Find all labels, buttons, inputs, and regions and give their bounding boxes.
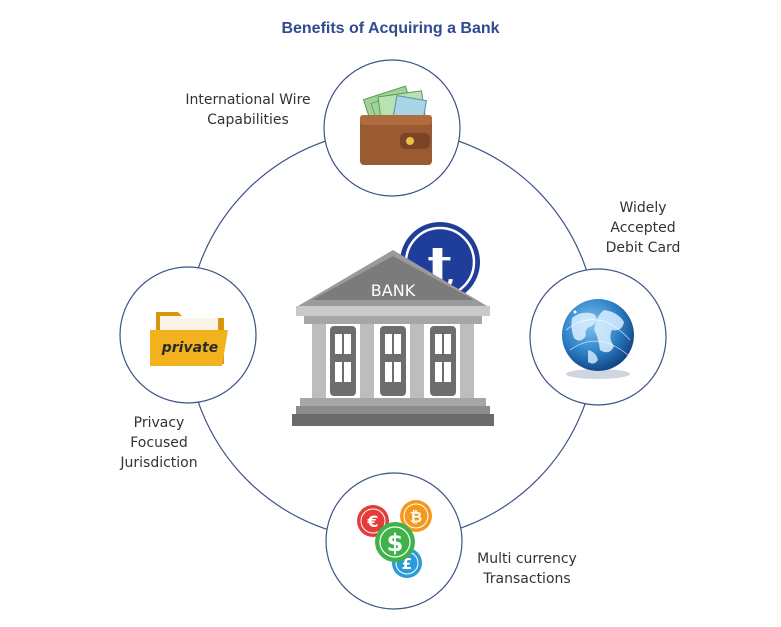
folder-label: private (161, 340, 219, 356)
wallet-icon (360, 85, 432, 165)
benefit-label-wire: International Wire Capabilities (185, 92, 311, 128)
currency-coins-icon: € ₿ £ $ (357, 500, 432, 578)
bitcoin-coin (400, 500, 432, 532)
euro-symbol: € (366, 512, 378, 531)
dollar-symbol: $ (387, 529, 404, 557)
dollar-coin (375, 522, 415, 562)
page-title: Benefits of Acquiring a Bank (281, 20, 500, 37)
benefit-label-debit: Widely Accepted Debit Card (605, 200, 681, 256)
bitcoin-symbol: ₿ (410, 508, 422, 526)
benefit-label-privacy: Privacy Focused Jurisdiction (120, 415, 198, 471)
pound-symbol: £ (402, 555, 412, 573)
bank-label: BANK (371, 281, 416, 300)
bank-building-icon: t BANK (292, 222, 494, 426)
folder-icon: private (150, 312, 228, 366)
benefit-label-currency: Multi currency Transactions (477, 551, 577, 587)
globe-icon (562, 299, 634, 379)
